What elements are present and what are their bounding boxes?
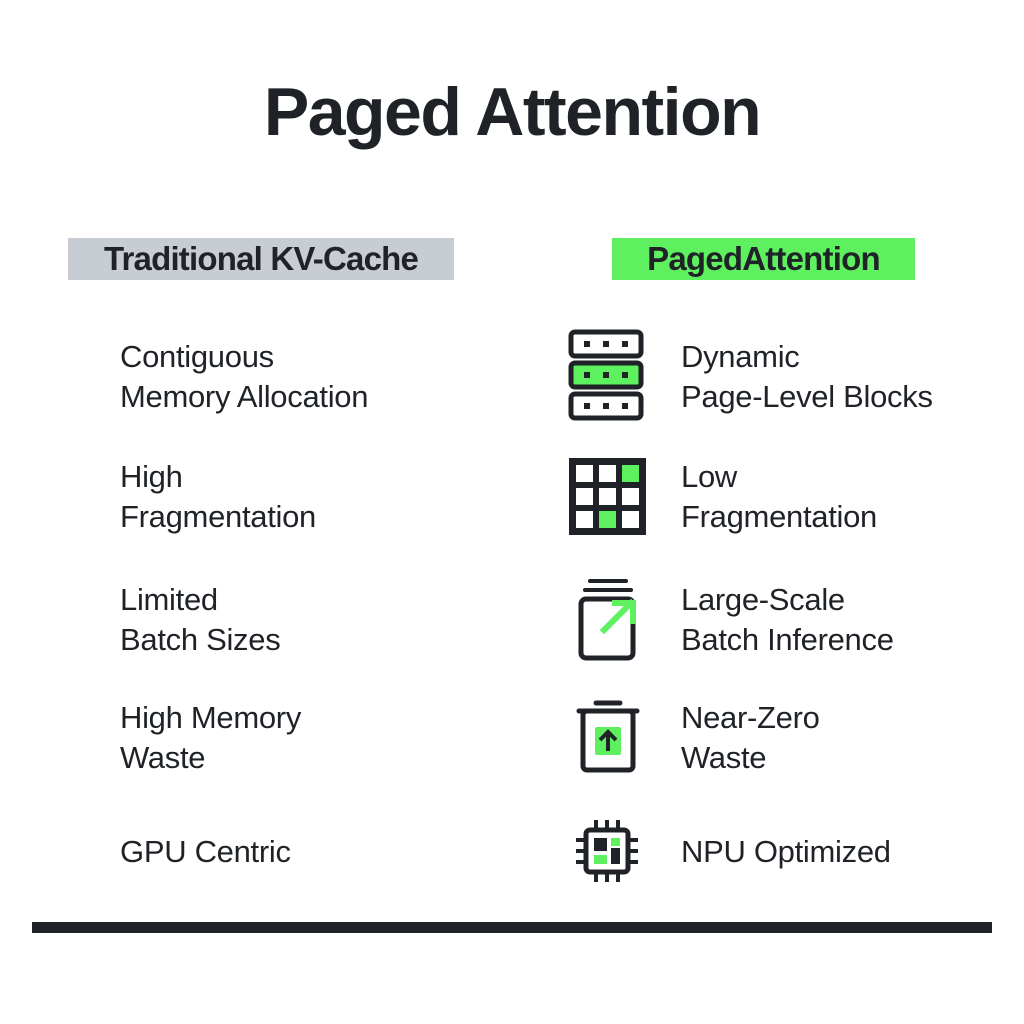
memory-blocks-icon bbox=[568, 329, 644, 421]
paged-item-npu-optimized: NPU Optimized bbox=[681, 832, 891, 872]
item-line-1: Near-Zero bbox=[681, 700, 820, 735]
item-line-1: NPU Optimized bbox=[681, 834, 891, 869]
paged-item-near-zero-waste: Near-Zero Waste bbox=[681, 698, 820, 778]
traditional-item-gpu-centric: GPU Centric bbox=[120, 832, 291, 872]
traditional-item-memory-allocation: Contiguous Memory Allocation bbox=[120, 337, 368, 417]
paged-item-page-level-blocks: Dynamic Page-Level Blocks bbox=[681, 337, 933, 417]
item-line-2: Memory Allocation bbox=[120, 379, 369, 414]
item-line-2: Page-Level Blocks bbox=[681, 379, 933, 414]
grid-icon bbox=[569, 458, 646, 535]
item-line-1: High Memory bbox=[120, 700, 302, 735]
traditional-kv-cache-badge: Traditional KV-Cache bbox=[68, 238, 454, 280]
bottom-divider bbox=[32, 922, 992, 933]
paged-item-batch-inference: Large-Scale Batch Inference bbox=[681, 580, 894, 660]
page-title: Paged Attention bbox=[263, 74, 762, 150]
item-line-2: Waste bbox=[681, 740, 767, 775]
item-line-2: Fragmentation bbox=[120, 499, 316, 534]
batch-scale-icon bbox=[576, 578, 640, 662]
traditional-item-memory-waste: High Memory Waste bbox=[120, 698, 301, 778]
item-line-1: High bbox=[120, 459, 183, 494]
item-line-2: Fragmentation bbox=[681, 499, 877, 534]
traditional-item-fragmentation: High Fragmentation bbox=[120, 457, 316, 537]
item-line-2: Batch Inference bbox=[681, 622, 894, 657]
paged-item-fragmentation: Low Fragmentation bbox=[681, 457, 877, 537]
item-line-1: GPU Centric bbox=[120, 834, 291, 869]
item-line-2: Batch Sizes bbox=[120, 622, 281, 657]
item-line-2: Waste bbox=[120, 740, 206, 775]
chip-icon bbox=[574, 818, 640, 884]
pagedattention-badge: PagedAttention bbox=[612, 238, 915, 280]
item-line-1: Limited bbox=[120, 582, 218, 617]
traditional-item-batch-sizes: Limited Batch Sizes bbox=[120, 580, 281, 660]
item-line-1: Contiguous bbox=[120, 339, 274, 374]
bin-arrow-up-icon bbox=[576, 700, 640, 774]
item-line-1: Dynamic bbox=[681, 339, 800, 374]
item-line-1: Low bbox=[681, 459, 737, 494]
item-line-1: Large-Scale bbox=[681, 582, 845, 617]
